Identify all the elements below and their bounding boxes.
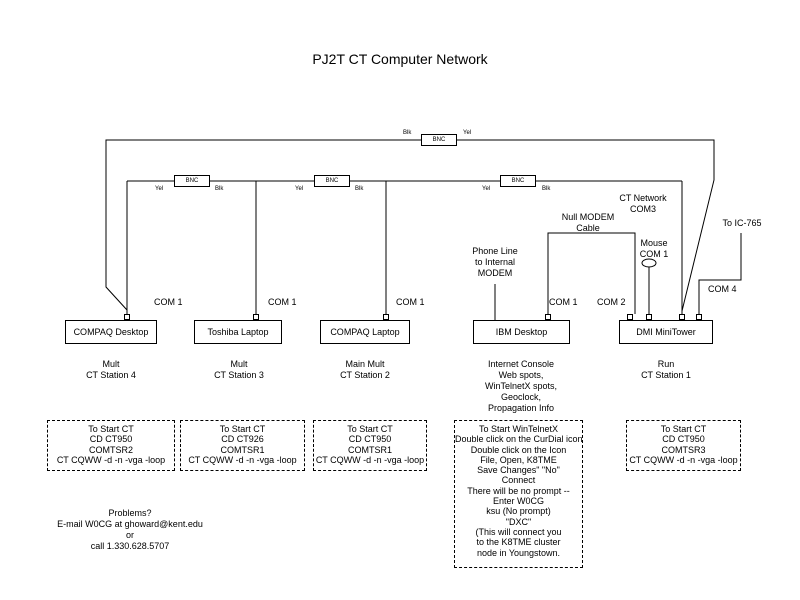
problems-contact: Problems?E-mail W0CG at ghoward@kent.edu… [57,508,203,551]
cable-color-blk: Blk [215,186,224,192]
port-square [545,314,551,320]
port-square [646,314,652,320]
port-square [383,314,389,320]
port-square [696,314,702,320]
port-square [253,314,259,320]
port-label-com1: COM 1 [154,297,183,307]
bnc-connector-top: BNC [421,134,457,146]
computer-dmi-minitower: DMI MiniTower [619,320,713,344]
port-label-com1: COM 1 [396,297,425,307]
bnc-connector-2: BNC [314,175,350,187]
port-label-com1: COM 1 [268,297,297,307]
cable-color-yel: Yel [155,186,164,192]
port-square [679,314,685,320]
cable-color-yel: Yel [295,186,304,192]
cable-color-blk: Blk [542,186,551,192]
port-label-com4: COM 4 [708,284,737,294]
computer-compaq-desktop: COMPAQ Desktop [65,320,157,344]
computer-compaq-laptop: COMPAQ Laptop [320,320,410,344]
ic765-label: To IC-765 [722,218,762,228]
cable-color-yel: Yel [482,186,491,192]
cable-color-blk: Blk [355,186,364,192]
bnc-connector-3: BNC [500,175,536,187]
page-title: PJ2T CT Computer Network [312,51,488,67]
bnc-connector-1: BNC [174,175,210,187]
port-square [627,314,633,320]
computer-ibm-desktop: IBM Desktop [473,320,570,344]
cable-color-blk: Blk [403,130,412,136]
computer-toshiba-laptop: Toshiba Laptop [194,320,282,344]
cable-color-yel: Yel [463,130,472,136]
port-square [124,314,130,320]
port-label-com1: COM 1 [549,297,578,307]
port-label-com2: COM 2 [597,297,626,307]
